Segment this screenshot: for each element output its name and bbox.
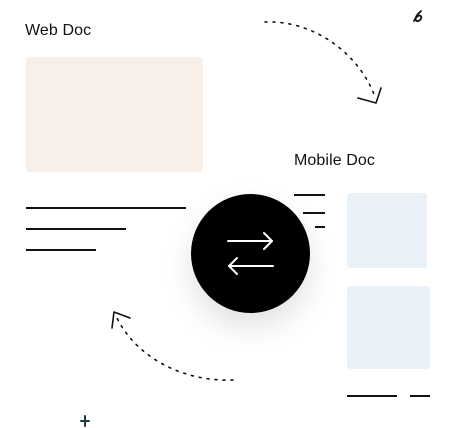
mobile-doc-image-placeholder xyxy=(347,286,430,369)
squiggle-icon xyxy=(413,10,423,23)
web-doc-text-line xyxy=(26,207,186,209)
dashed-arrow-top xyxy=(264,21,376,98)
web-doc-image-placeholder xyxy=(26,57,203,172)
mobile-doc-text-line xyxy=(410,395,430,397)
web-doc-text-line xyxy=(26,249,96,251)
mobile-doc-text-line xyxy=(303,212,325,214)
mobile-doc-text-line xyxy=(347,395,397,397)
mobile-doc-title: Mobile Doc xyxy=(294,152,376,169)
arrowhead-top xyxy=(357,87,382,104)
plus-icon xyxy=(80,415,90,427)
mobile-doc-image-placeholder xyxy=(347,193,427,268)
swap-button[interactable] xyxy=(191,194,310,313)
swap-arrows-icon xyxy=(227,232,274,275)
web-doc-text-line xyxy=(26,228,126,230)
arrowhead-bottom xyxy=(111,311,131,329)
web-doc-title: Web Doc xyxy=(25,22,92,39)
mobile-doc-text-line xyxy=(294,194,325,196)
dashed-arrow-bottom xyxy=(116,317,234,381)
mobile-doc-text-line xyxy=(315,226,325,228)
